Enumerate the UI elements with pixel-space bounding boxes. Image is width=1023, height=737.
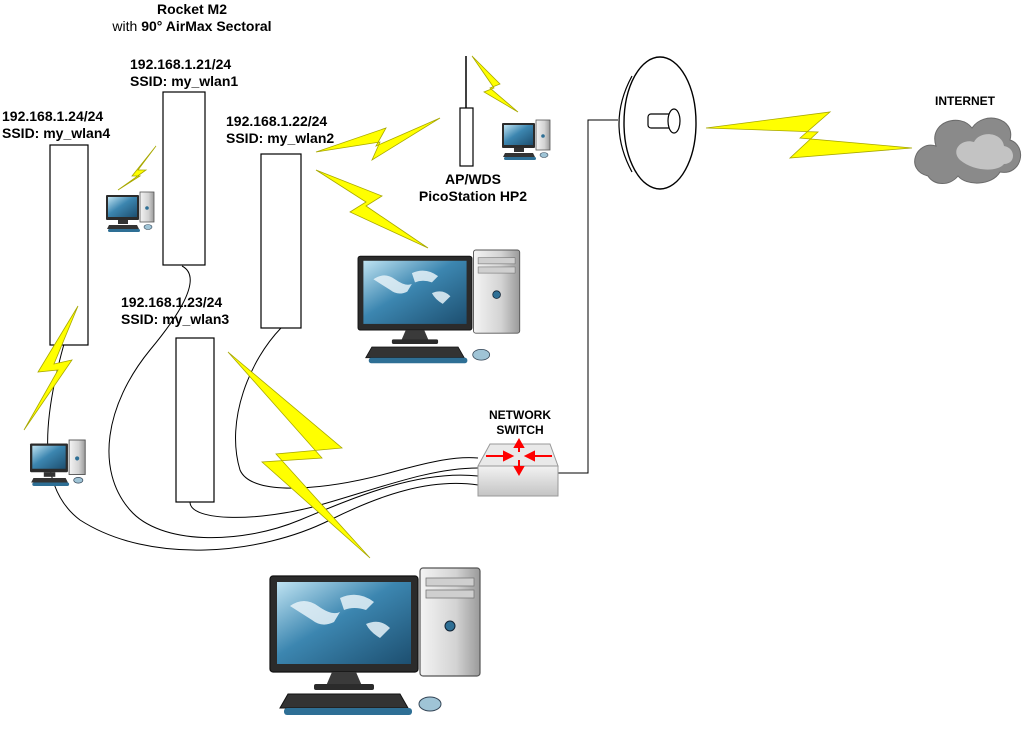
sector-ip: 192.168.1.22/24	[226, 113, 328, 129]
switch-label-line1: NETWORK	[489, 408, 551, 422]
ap-label: AP/WDS PicoStation HP2	[398, 171, 548, 205]
sector-ssid: SSID: my_wlan2	[226, 130, 335, 146]
pc-wlan4	[29, 439, 86, 487]
title-line2-bold: 90° AirMax Sectoral	[141, 18, 272, 34]
sector-antenna-wlan1	[162, 91, 206, 266]
lightning-dish-internet	[705, 111, 913, 159]
sector-ssid: SSID: my_wlan1	[130, 73, 239, 89]
sector-label-wlan1: 192.168.1.21/24 SSID: my_wlan1	[130, 56, 238, 90]
title-line2-prefix: with	[112, 18, 142, 34]
sector-antenna-wlan3	[175, 337, 215, 503]
lightning-wlan2-pc	[315, 169, 429, 249]
cable-wlan4-switch	[47, 343, 479, 551]
title-line1: Rocket M2	[156, 1, 228, 17]
sector-ssid: SSID: my_wlan3	[121, 311, 230, 327]
internet-cloud	[914, 117, 1021, 184]
lightning-wlan3-pc	[227, 351, 371, 559]
switch-label-line2: SWITCH	[496, 423, 544, 437]
sector-ip: 192.168.1.23/24	[121, 294, 223, 310]
sector-ip: 192.168.1.24/24	[2, 108, 104, 124]
dish-antenna	[618, 56, 697, 190]
pc-wlan2	[357, 249, 521, 364]
pc-ap	[501, 119, 551, 161]
sector-ssid: SSID: my_wlan4	[2, 125, 111, 141]
lightning-ap-pc	[471, 55, 519, 113]
cable-wlan2-switch	[235, 327, 479, 489]
internet-label: INTERNET	[935, 94, 995, 108]
wireless-links	[23, 55, 913, 559]
lightning-wlan4-pc	[23, 305, 79, 431]
cable-switch-dish	[557, 119, 618, 474]
cable-wlan3-switch	[189, 467, 479, 518]
sector-antenna-wlan2	[260, 153, 302, 329]
lightning-wlan1-pc	[117, 145, 157, 191]
switch-arrows-icon	[486, 437, 552, 477]
title-label: Rocket M2 with 90° AirMax Sectoral	[82, 1, 302, 35]
ap-label-line1: AP/WDS	[445, 171, 501, 187]
lightning-wlan2-ap	[315, 117, 441, 162]
pc-wlan1	[105, 191, 155, 233]
picostation-ap	[459, 56, 474, 167]
cable-wlan1-switch	[108, 265, 479, 539]
ap-label-line2: PicoStation HP2	[418, 188, 528, 204]
sector-label-wlan4: 192.168.1.24/24 SSID: my_wlan4	[2, 108, 110, 142]
network-switch	[477, 437, 559, 497]
sector-ip: 192.168.1.21/24	[130, 56, 232, 72]
sector-label-wlan3: 192.168.1.23/24 SSID: my_wlan3	[121, 294, 229, 328]
title-line2: with 90° AirMax Sectoral	[82, 18, 302, 35]
sector-label-wlan2: 192.168.1.22/24 SSID: my_wlan2	[226, 113, 334, 147]
pc-wlan3	[269, 567, 481, 716]
sector-antenna-wlan4	[49, 144, 89, 346]
switch-label: NETWORK SWITCH	[470, 408, 570, 438]
